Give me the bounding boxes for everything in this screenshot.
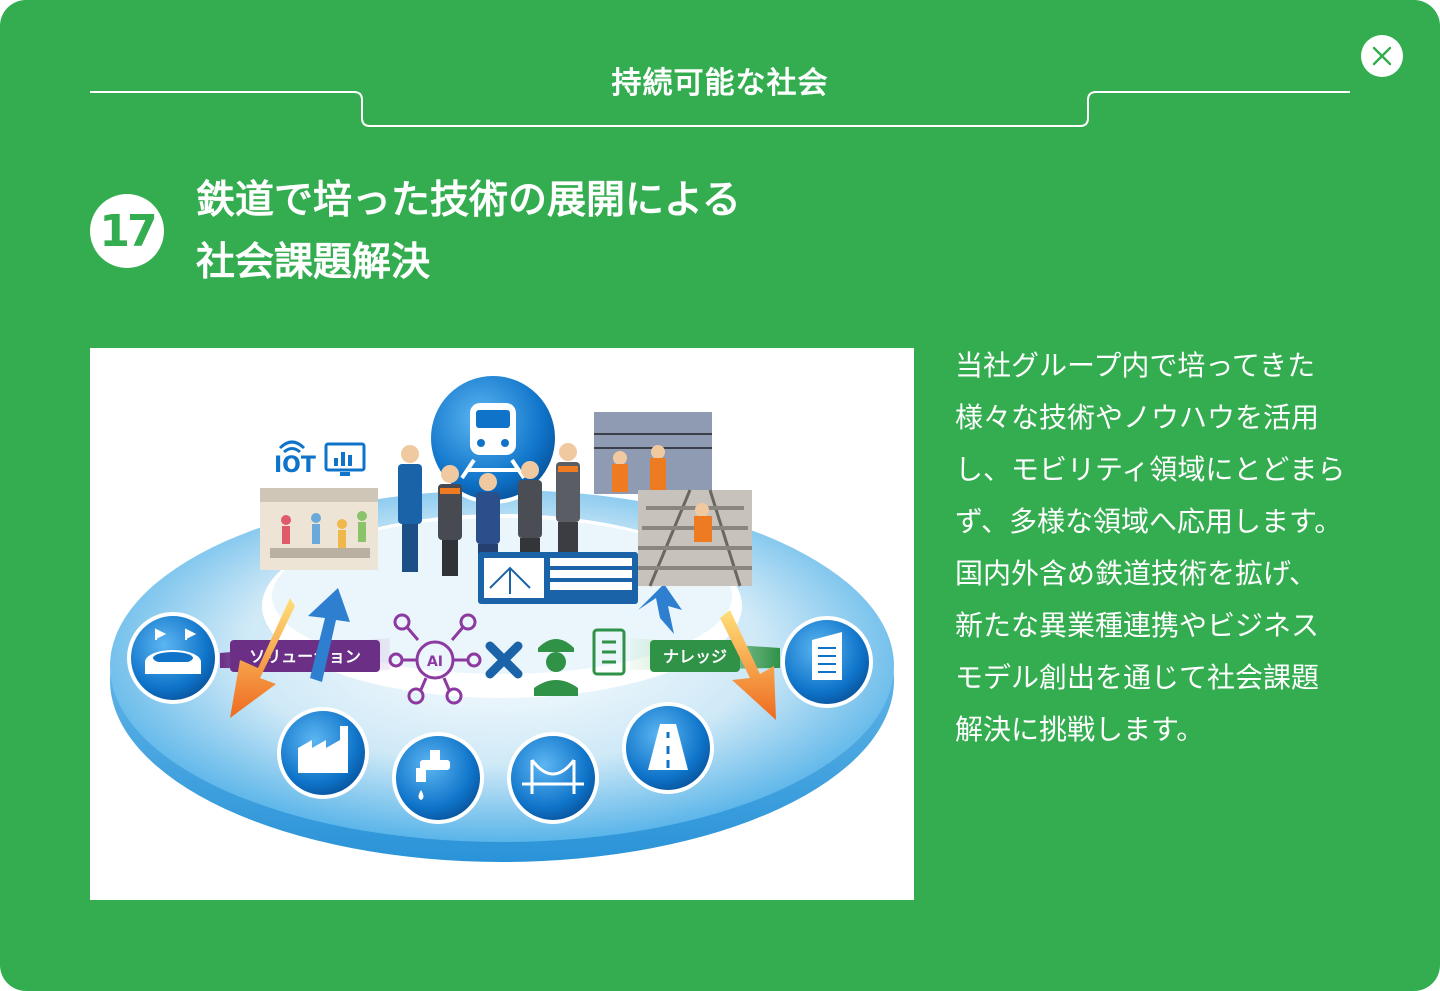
description-line: ず、多様な領域へ応用します。 — [955, 505, 1343, 538]
factory-icon-circle — [277, 707, 369, 799]
ai-network-icon — [388, 613, 482, 705]
faucet-icon-circle — [392, 732, 484, 824]
wifi-icon — [278, 440, 306, 454]
train-icon — [460, 403, 526, 480]
station-crowd-photo — [260, 488, 378, 570]
factory-icon — [298, 726, 348, 773]
description-line: 国内外含め鉄道技術を拡げ、 — [955, 557, 1318, 590]
overhead-line-work-photo — [594, 412, 712, 494]
concept-illustration: ソリューション ナレッジ IOT — [90, 348, 914, 900]
arrow-left-up — [308, 588, 350, 682]
close-button[interactable] — [1361, 35, 1403, 77]
stadium-icon — [145, 628, 201, 674]
railway-staff-figures — [398, 443, 580, 578]
cross-icon — [485, 641, 523, 679]
arrow-right-down — [720, 610, 776, 720]
description-line: 新たな異業種連携やビジネス — [955, 609, 1320, 642]
engineer-icon — [534, 639, 578, 696]
description-line: モデル創出を通じて社会課題 — [955, 661, 1320, 694]
ai-label: AI — [427, 654, 443, 670]
description-line: し、モビリティ領域にとどまら — [955, 453, 1346, 486]
faucet-icon — [416, 750, 450, 800]
close-icon — [1372, 46, 1392, 66]
solution-label: ソリューション — [249, 647, 361, 666]
arrow-left-down — [230, 598, 295, 718]
description-line: 様々な技術やノウハウを活用 — [955, 401, 1320, 434]
checklist-icon — [592, 628, 626, 676]
iot-label: IOT — [274, 453, 316, 478]
title-line-2: 社会課題解決 — [196, 240, 431, 285]
description-line: 当社グループ内で培ってきた — [955, 349, 1316, 382]
track-work-photo — [638, 489, 752, 587]
description-line: 解決に挑戦します。 — [955, 713, 1205, 746]
title-frame-line — [90, 91, 1350, 127]
route-map-panel — [478, 552, 638, 604]
road-icon — [648, 724, 688, 770]
monitor-chart-icon — [324, 442, 366, 476]
knowledge-label: ナレッジ — [663, 647, 727, 666]
arrow-right-up — [638, 584, 682, 634]
title-line-1: 鉄道で培った技術の展開による — [196, 178, 741, 223]
building-icon-circle — [781, 616, 873, 708]
road-icon-circle — [622, 702, 714, 794]
bridge-icon-circle — [507, 732, 599, 824]
category-title: 持続可能な社会 — [611, 66, 829, 101]
stadium-icon-circle — [127, 612, 219, 704]
bridge-icon — [522, 759, 584, 794]
page-title: 鉄道で培った技術の展開による 社会課題解決 — [196, 170, 741, 294]
description: 当社グループ内で培ってきた 様々な技術やノウハウを活用 し、モビリティ領域にとど… — [955, 340, 1355, 756]
number-badge: 17 — [90, 194, 164, 268]
building-icon — [812, 632, 842, 680]
